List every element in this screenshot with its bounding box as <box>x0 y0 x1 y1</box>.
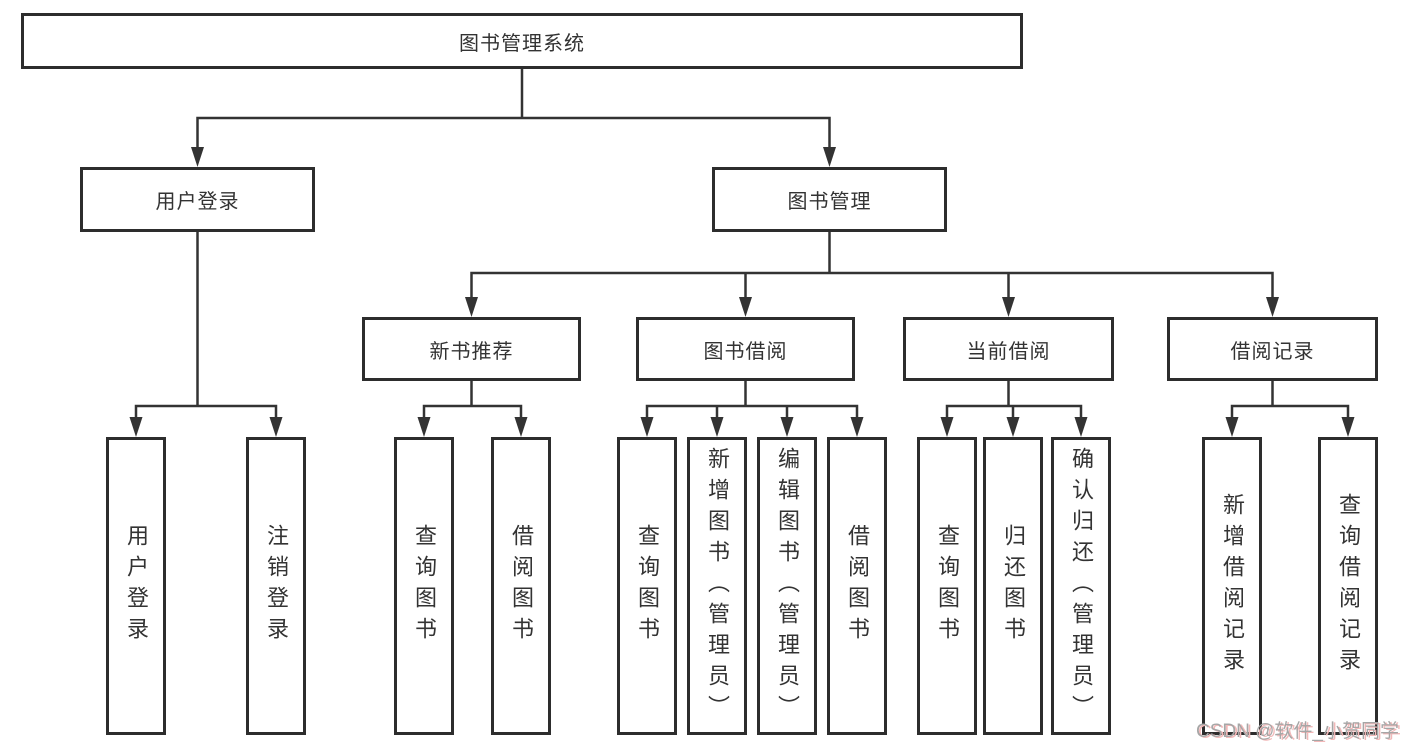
node-label: 图书管理 <box>787 191 872 213</box>
node-book-mgmt-branch: 图书管理 <box>712 167 947 232</box>
csdn-watermark: CSDN @软件_小贺同学 <box>1196 721 1399 742</box>
node-book-borrow: 图书借阅 <box>636 317 855 381</box>
node-leaf-bb-query-books: 查询图书 <box>617 437 677 735</box>
node-label: 新增借阅记录 <box>1220 493 1245 679</box>
arrow-down-icon <box>739 297 752 317</box>
arrow-down-icon <box>191 147 204 167</box>
connector-borrow-children <box>645 379 859 426</box>
arrow-down-icon <box>640 417 654 437</box>
node-leaf-cb-query-books: 查询图书 <box>917 437 977 735</box>
arrow-down-icon <box>1266 297 1279 317</box>
node-leaf-bb-borrow-books: 借阅图书 <box>827 437 887 735</box>
node-label: 新增图书（管理员） <box>705 446 730 726</box>
connector-current-children <box>945 379 1083 426</box>
node-leaf-br-query-record: 查询借阅记录 <box>1318 437 1378 735</box>
node-user-login-branch: 用户登录 <box>80 167 315 232</box>
node-label: 查询借阅记录 <box>1336 493 1361 679</box>
arrow-down-icon <box>850 417 864 437</box>
node-label: 查询图书 <box>935 524 960 648</box>
arrow-down-icon <box>780 417 794 437</box>
connector-login-children <box>134 230 278 426</box>
node-label: 用户登录 <box>155 191 240 213</box>
arrow-down-icon <box>823 147 836 167</box>
node-label: 图书借阅 <box>703 340 788 363</box>
arrow-down-icon <box>1002 297 1015 317</box>
node-leaf-cb-confirm-return-admin: 确认归还（管理员） <box>1051 437 1111 735</box>
node-borrow-records: 借阅记录 <box>1167 317 1378 381</box>
arrow-down-icon <box>710 417 724 437</box>
arrow-down-icon <box>269 417 283 437</box>
arrow-down-icon <box>1074 417 1088 437</box>
node-root-system: 图书管理系统 <box>21 13 1023 69</box>
node-label: 编辑图书（管理员） <box>775 446 800 726</box>
arrow-down-icon <box>129 417 143 437</box>
node-label: 用户登录 <box>124 524 149 648</box>
node-leaf-br-add-record: 新增借阅记录 <box>1202 437 1262 735</box>
node-label: 确认归还（管理员） <box>1069 446 1094 726</box>
arrow-down-icon <box>514 417 528 437</box>
node-leaf-cb-return-books: 归还图书 <box>983 437 1043 735</box>
node-label: 图书管理系统 <box>459 32 585 55</box>
node-leaf-rec-borrow-books: 借阅图书 <box>491 437 551 735</box>
node-label: 查询图书 <box>635 524 660 648</box>
node-label: 借阅图书 <box>845 524 870 648</box>
connector-records-children <box>1230 379 1350 426</box>
node-label: 归还图书 <box>1001 524 1026 648</box>
node-label: 借阅图书 <box>509 524 534 648</box>
connector-newbook-children <box>422 379 523 426</box>
arrow-down-icon <box>1341 417 1355 437</box>
connector-root-to-level2 <box>196 67 831 154</box>
node-new-book-recommend: 新书推荐 <box>362 317 581 381</box>
connector-mgmt-to-level3 <box>470 230 1274 304</box>
node-label: 当前借阅 <box>966 340 1051 363</box>
node-label: 新书推荐 <box>429 340 514 363</box>
arrowheads <box>129 147 1355 437</box>
node-label: 借阅记录 <box>1230 340 1315 363</box>
arrow-down-icon <box>940 417 954 437</box>
node-leaf-logout: 注销登录 <box>246 437 306 735</box>
arrow-down-icon <box>465 297 478 317</box>
node-leaf-bb-add-books-admin: 新增图书（管理员） <box>687 437 747 735</box>
node-leaf-user-login: 用户登录 <box>106 437 166 735</box>
arrow-down-icon <box>417 417 431 437</box>
node-leaf-bb-edit-books-admin: 编辑图书（管理员） <box>757 437 817 735</box>
node-leaf-rec-query-books: 查询图书 <box>394 437 454 735</box>
node-label: 注销登录 <box>264 524 289 648</box>
node-label: 查询图书 <box>412 524 437 648</box>
node-current-borrow: 当前借阅 <box>903 317 1114 381</box>
arrow-down-icon <box>1225 417 1239 437</box>
arrow-down-icon <box>1006 417 1020 437</box>
